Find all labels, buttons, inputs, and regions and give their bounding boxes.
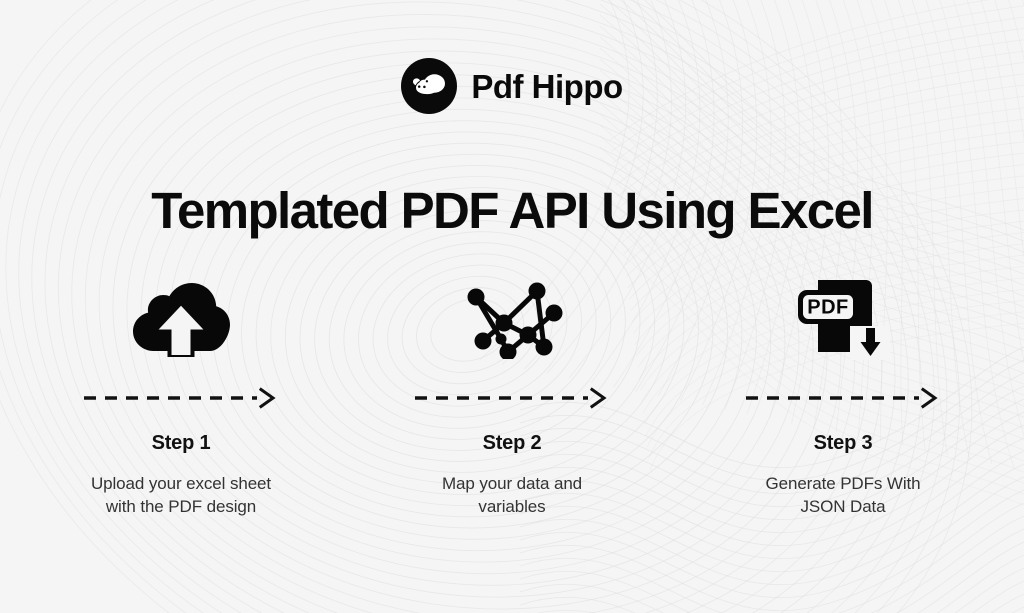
step-item-2: Step 2 Map your data and variables — [347, 276, 677, 519]
step-label: Step 1 — [151, 432, 211, 454]
step-description: Generate PDFs With JSON Data — [765, 474, 921, 516]
svg-text:PDF: PDF — [807, 297, 849, 319]
steps-row: Step 1 Upload your excel sheet with the … — [16, 276, 1008, 519]
brand-name: Pdf Hippo — [471, 67, 623, 105]
pdf-download-icon: PDF — [796, 276, 890, 362]
dashed-arrow-right-icon — [743, 386, 943, 410]
dashed-arrow-right-icon — [412, 386, 612, 410]
dashed-arrow-right-icon — [81, 386, 281, 410]
step-description: Upload your excel sheet with the PDF des… — [90, 474, 272, 516]
step-item-3: PDF Step 3 Generate PDFs With JSON Data — [678, 276, 1008, 519]
step-label: Step 2 — [482, 432, 542, 454]
hippo-icon — [401, 58, 458, 114]
cloud-upload-icon — [131, 276, 231, 362]
node-network-icon — [459, 276, 565, 362]
brand-lockup: Pdf Hippo — [0, 58, 1024, 114]
step-description: Map your data and variables — [441, 474, 583, 516]
step-item-1: Step 1 Upload your excel sheet with the … — [16, 276, 346, 519]
page-title: Templated PDF API Using Excel — [151, 182, 874, 240]
step-label: Step 3 — [813, 432, 873, 454]
